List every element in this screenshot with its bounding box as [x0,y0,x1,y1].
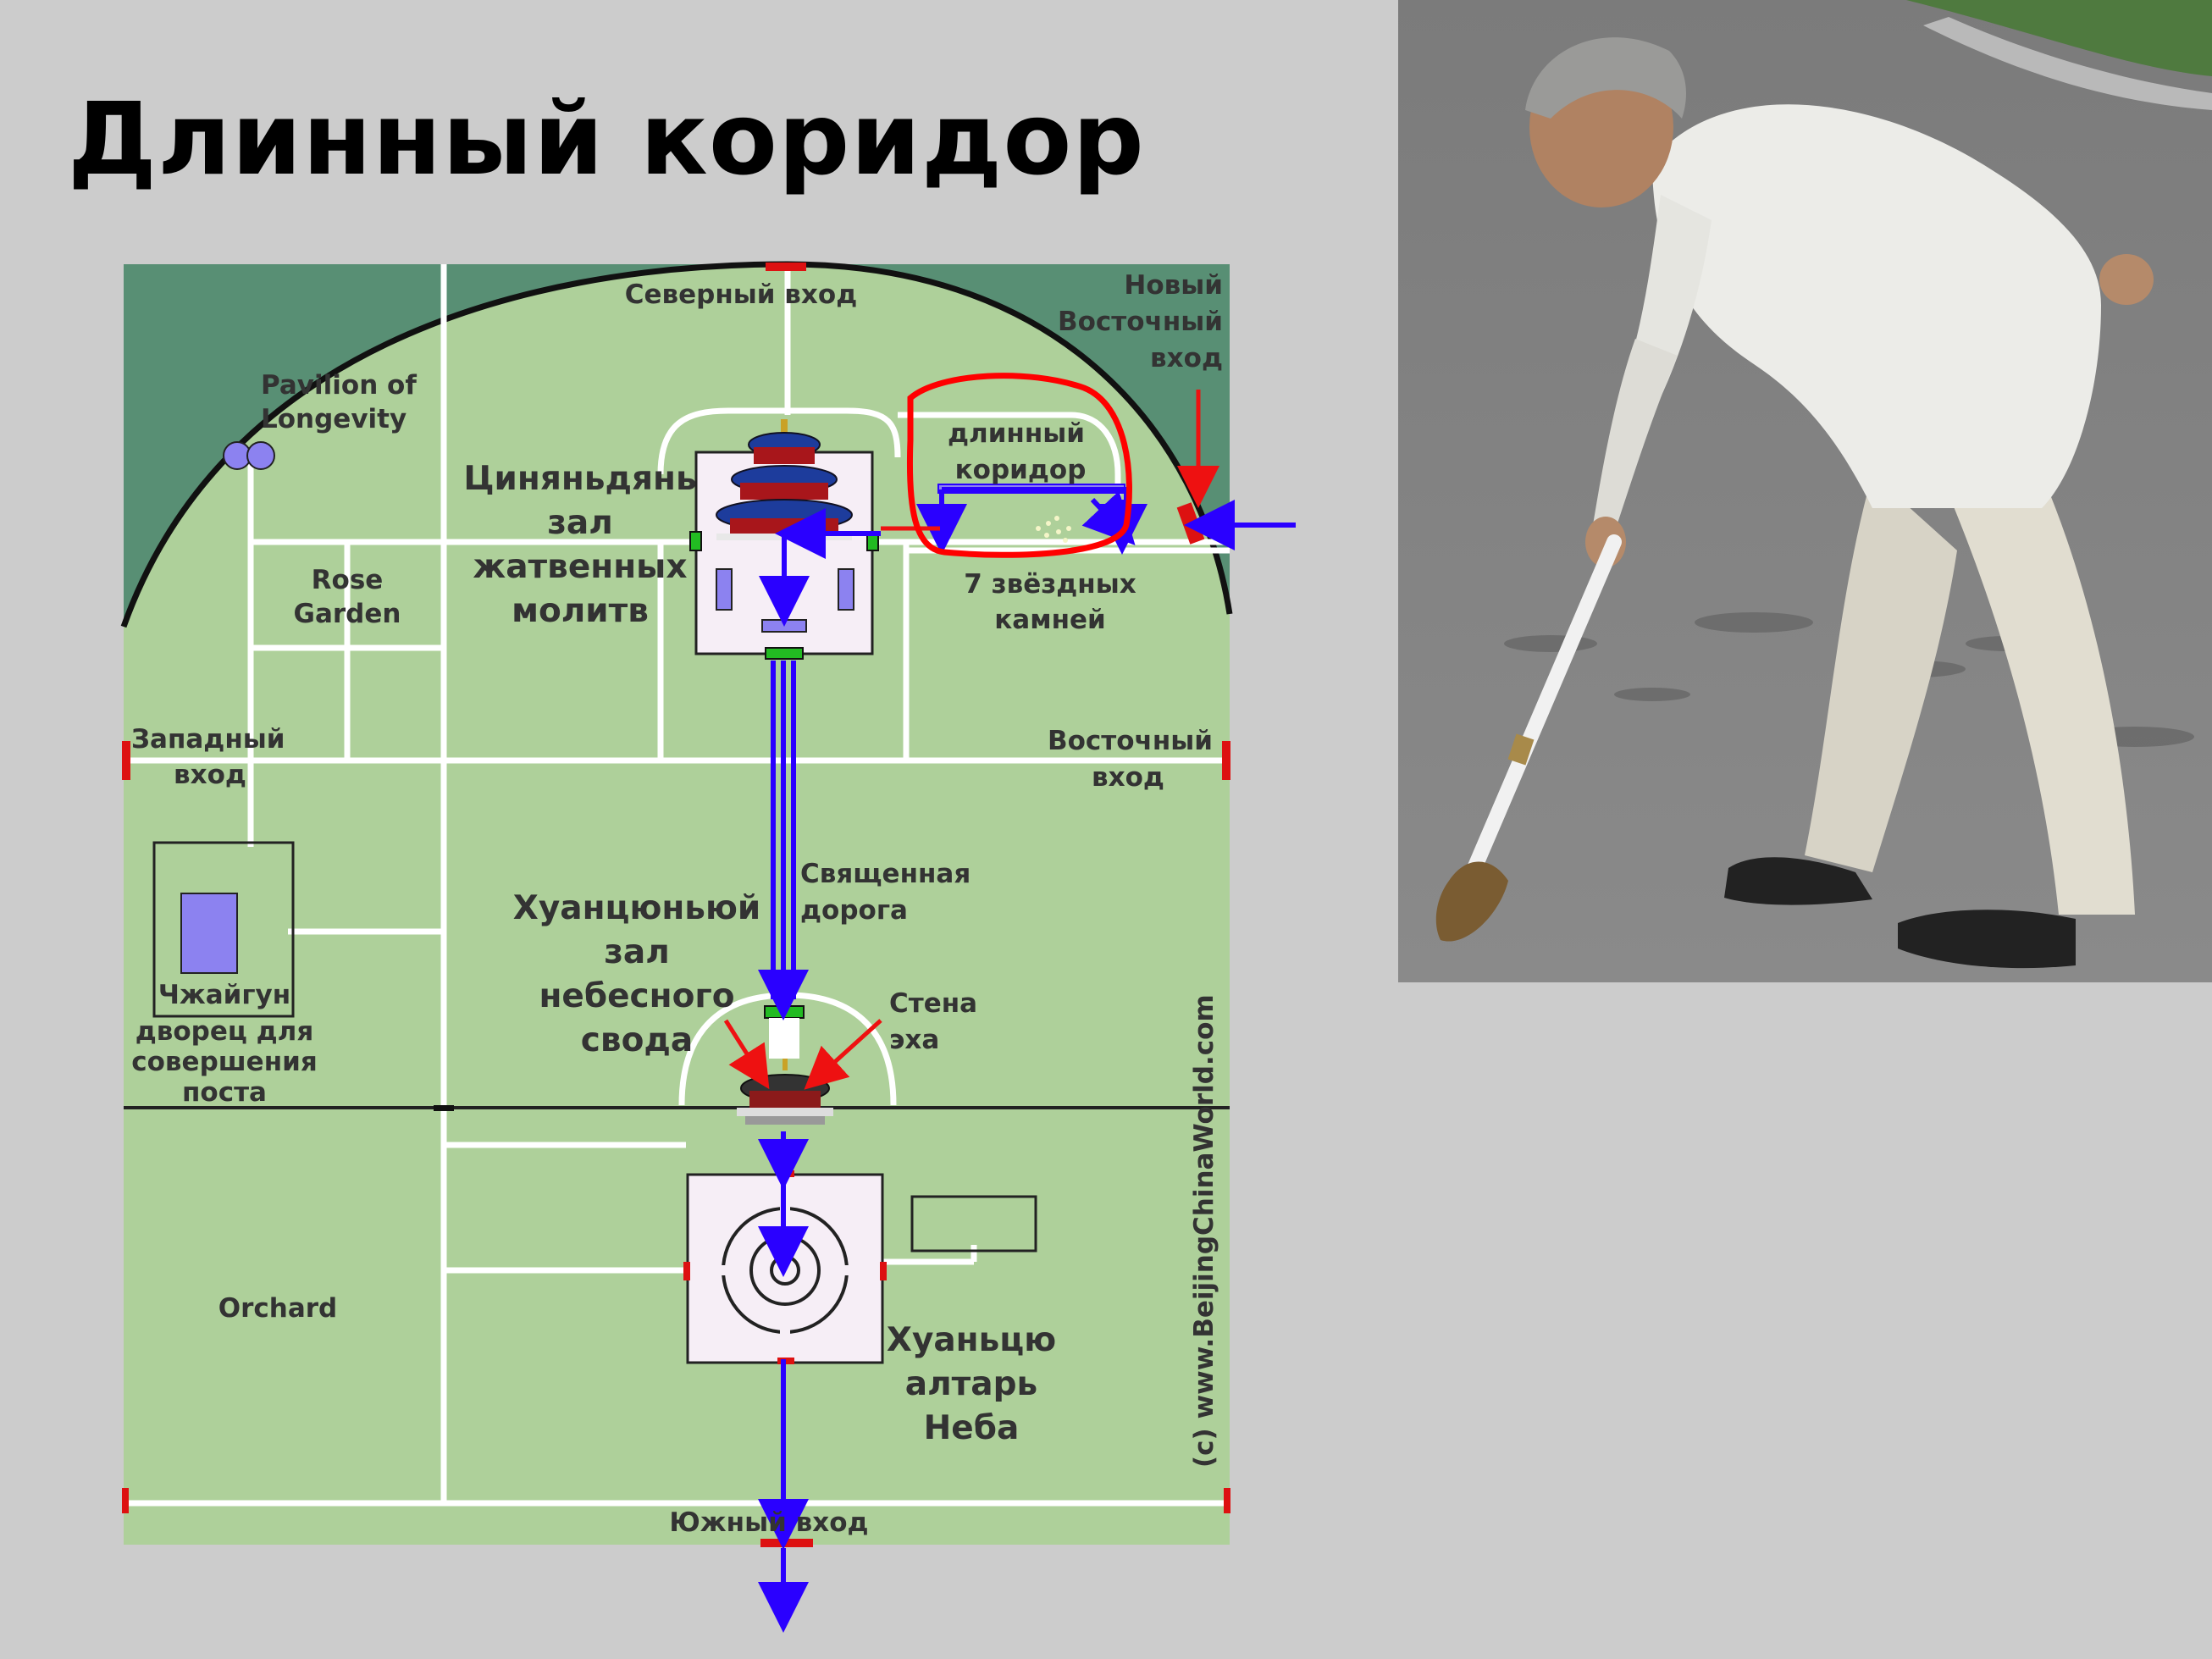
seven-stones-label-1: 7 звёздных [964,569,1136,600]
qinian-hall-label-3: жатвенных [473,548,687,586]
new-east-entrance-label-1: Новый [1124,270,1223,301]
east-entrance-label-2: вход [1092,762,1164,793]
long-corridor-label-1: длинный [948,418,1085,449]
qinian-west-gate [689,531,702,551]
huangqiong-north-gate [764,1005,805,1019]
qinian-south-gate [765,647,804,660]
qinian-side-hall-left [716,568,733,611]
orchard-label: Orchard [218,1293,337,1324]
altar-side-building [910,1195,1037,1253]
qinian-gate-bar [761,619,807,633]
seven-stones-label-2: камней [994,605,1105,635]
north-entrance-label: Северный вход [625,279,858,310]
new-east-entrance-label-2: Восточный [1058,307,1223,337]
map-park-area [124,264,1230,1545]
echo-wall-label-2: эха [889,1025,939,1055]
qinian-side-hall-right [838,568,854,611]
copyright-label: (c) www.BeijingChinaWorld.com [1189,994,1219,1468]
zhaigong-label-1: Чжайгун [158,980,290,1010]
seven-stars-stones [1036,516,1071,543]
zhaigong-compound [152,841,295,1018]
altar-label-3: Неба [924,1409,1020,1447]
huangqiong-passage [769,1018,799,1059]
zhaigong-label-4: поста [182,1077,267,1108]
pavilion-circle-right [246,441,275,470]
qinian-hall-label-4: молитв [512,592,649,630]
annotation-arrows [723,390,1219,1090]
huangqiong-hall-label-2: зал [604,933,670,971]
sacred-road-label-1: Священная [800,859,971,889]
qinian-hall-label-2: зал [547,504,613,542]
huangqiong-hall-label-3: небесного [539,977,734,1015]
qinian-hall-label-1: Циняньдянь [463,460,696,498]
west-entrance-label-1: Западный [131,724,285,755]
walking-route [758,487,1296,1633]
altar-label-2: алтарь [905,1365,1037,1403]
echo-wall-label-1: Стена [889,988,977,1019]
west-junction-mark [434,1105,454,1111]
sacred-road-label-2: дорога [800,895,908,926]
zhaigong-label-3: совершения [131,1047,318,1077]
park-paths [124,264,1230,1507]
pavilion-label-1: Pavilion of [261,370,417,401]
east-entrance-label-1: Восточный [1048,726,1213,756]
zhaigong-label-2: дворец для [135,1016,314,1047]
rose-garden-label-2: Garden [294,599,401,629]
calligrapher-photo [1398,0,2212,982]
west-entrance-label-2: вход [174,760,246,790]
pavilion-label-2: Longevity [261,404,406,434]
huangqiong-hall-label-4: свода [581,1021,693,1059]
slide-title: Длинный коридор [68,80,1145,197]
north-wall-arc [120,261,1233,628]
rose-garden-label-1: Rose [312,565,384,595]
huangqiong-hall-label-1: Хуанцюньюй [513,889,760,927]
south-entrance-label: Южный вход [669,1507,868,1538]
altar-label-1: Хуаньцю [887,1321,1056,1359]
new-east-entrance-label-3: вход [1150,343,1223,373]
corridor-highlight [906,373,1132,558]
zhaigong-pond [180,893,238,974]
long-corridor-label-2: коридор [955,455,1087,485]
